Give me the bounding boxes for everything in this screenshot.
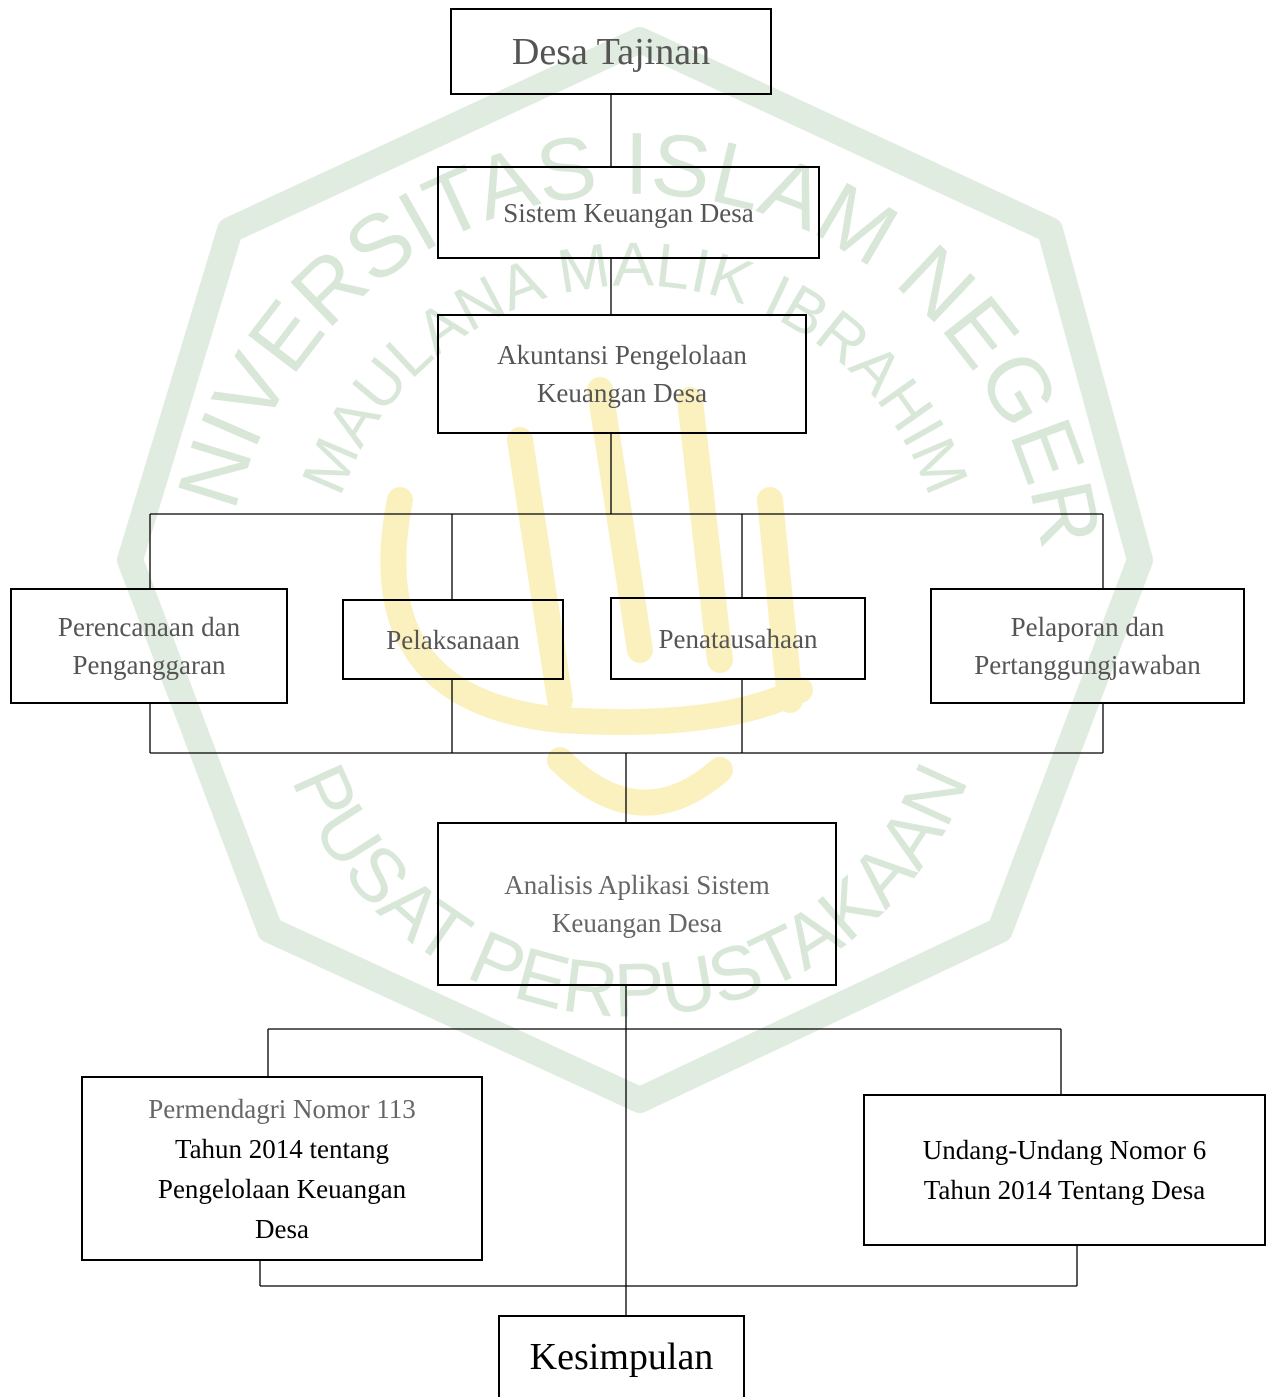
node-akuntansi-line-1: Akuntansi Pengelolaan [497, 340, 747, 370]
node-desa-tajinan: Desa Tajinan [450, 8, 772, 95]
node-kesimpulan: Kesimpulan [498, 1315, 745, 1397]
node-analisis-line-2: Keuangan Desa [551, 908, 723, 938]
node-permendagri: Permendagri Nomor 113 Tahun 2014 tentang… [81, 1076, 483, 1261]
node-perencanaan-line-2: Penganggaran [72, 650, 226, 680]
node-pelaporan-line-1: Pelaporan dan [1010, 612, 1165, 642]
node-analisis-line-1: Analisis Aplikasi Sistem [504, 870, 770, 900]
node-permendagri-line-1: Permendagri Nomor 113 [148, 1093, 416, 1124]
seal-outline [117, 27, 1153, 1113]
node-kesimpulan-label: Kesimpulan [529, 1336, 714, 1378]
node-undang-undang: Undang-Undang Nomor 6 Tahun 2014 Tentang… [863, 1094, 1266, 1246]
node-pelaporan-line-2: Pertanggungjawaban [974, 650, 1201, 680]
node-pelaksanaan-label: Pelaksanaan [386, 624, 520, 655]
node-sistem-keuangan-desa-label: Sistem Keuangan Desa [503, 197, 754, 228]
node-undang-undang-line-2: Tahun 2014 Tentang Desa [923, 1175, 1206, 1205]
node-akuntansi-line-2: Keuangan Desa [536, 378, 708, 408]
node-sistem-keuangan-desa: Sistem Keuangan Desa [437, 166, 820, 259]
node-permendagri-line-2: Tahun 2014 tentang [174, 1133, 390, 1164]
node-permendagri-line-3: Pengelolaan Keuangan [157, 1173, 407, 1204]
node-analisis: Analisis Aplikasi Sistem Keuangan Desa [437, 822, 837, 986]
node-undang-undang-line-1: Undang-Undang Nomor 6 [922, 1135, 1207, 1165]
node-penatausahaan: Penatausahaan [610, 597, 866, 680]
node-pelaporan: Pelaporan dan Pertanggungjawaban [930, 588, 1245, 704]
node-pelaksanaan: Pelaksanaan [342, 599, 564, 680]
node-perencanaan: Perencanaan dan Penganggaran [10, 588, 288, 704]
node-akuntansi-pengelolaan: Akuntansi Pengelolaan Keuangan Desa [437, 314, 807, 434]
node-penatausahaan-label: Penatausahaan [658, 623, 818, 654]
node-perencanaan-line-1: Perencanaan dan [57, 612, 241, 642]
node-permendagri-line-4: Desa [255, 1213, 309, 1244]
node-desa-tajinan-label: Desa Tajinan [511, 30, 711, 73]
